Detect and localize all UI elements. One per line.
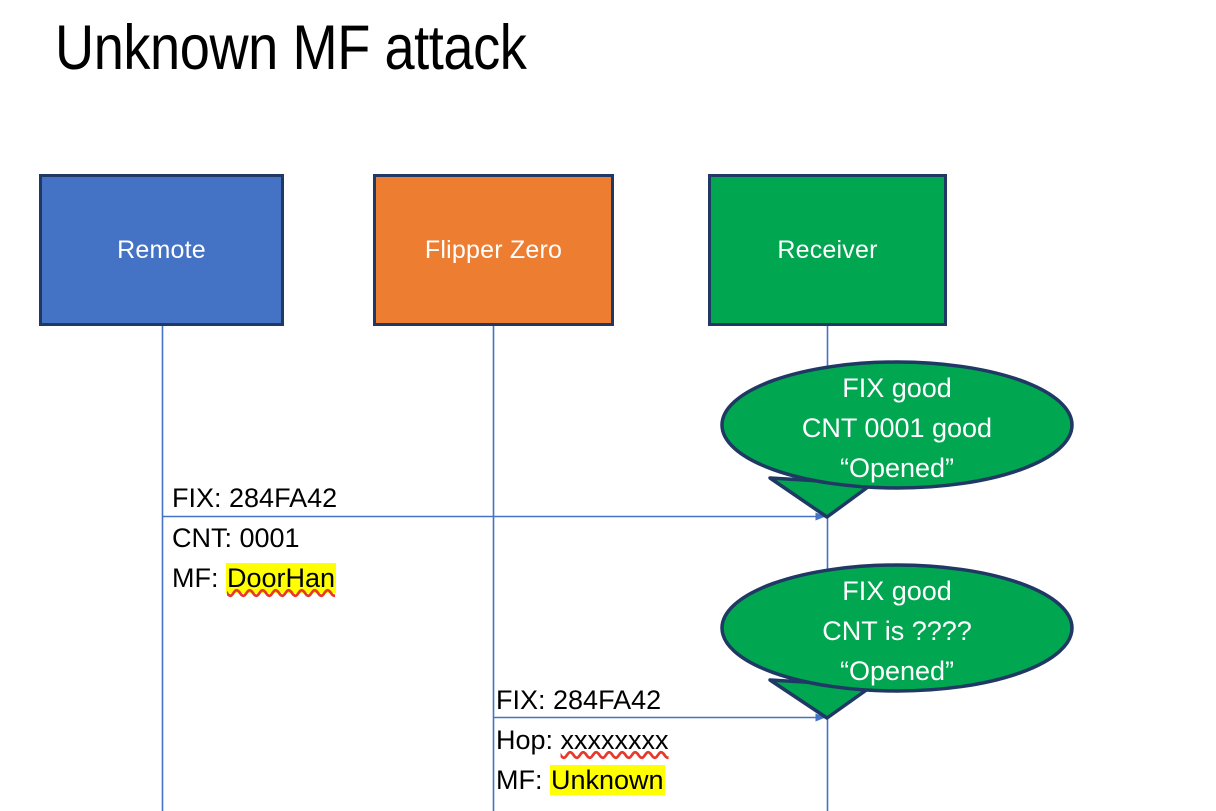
- actor-label-receiver: Receiver: [777, 235, 878, 264]
- message-1-line-2-prefix: CNT:: [172, 523, 240, 553]
- message-2-line-2-prefix: Hop:: [496, 725, 561, 755]
- message-2-line-1: FIX: 284FA42: [496, 680, 669, 720]
- message-2-line-1-value: 284FA42: [553, 685, 662, 715]
- message-2-line-2: Hop: xxxxxxxx: [496, 720, 669, 760]
- actor-box-remote[interactable]: Remote: [39, 174, 284, 326]
- message-2-line-3-value: Unknown: [550, 765, 665, 795]
- message-label-1: FIX: 284FA42 CNT: 0001 MF: DoorHan: [172, 478, 337, 598]
- message-1-line-3-value: DoorHan: [226, 563, 337, 593]
- message-1-line-3-prefix: MF:: [172, 563, 226, 593]
- callout-1-line-1: FIX good: [842, 373, 952, 403]
- actor-label-flipper: Flipper Zero: [424, 235, 563, 264]
- callout-text-2: FIX good CNT is ???? “Opened”: [722, 571, 1072, 691]
- message-1-line-2: CNT: 0001: [172, 518, 337, 558]
- callout-1-line-2: CNT 0001 good: [801, 413, 993, 443]
- message-2-line-3: MF: Unknown: [496, 760, 669, 800]
- actor-box-receiver[interactable]: Receiver: [708, 174, 947, 326]
- callout-2-line-2: CNT is ????: [822, 616, 972, 646]
- message-2-line-1-prefix: FIX:: [496, 685, 554, 715]
- callout-2-line-3: “Opened”: [839, 656, 955, 686]
- message-2-line-3-prefix: MF:: [496, 765, 550, 795]
- message-1-line-1-value: 284FA42: [229, 483, 338, 513]
- message-1-line-1: FIX: 284FA42: [172, 478, 337, 518]
- actor-label-remote: Remote: [117, 235, 206, 264]
- callout-text-1: FIX good CNT 0001 good “Opened”: [722, 368, 1072, 488]
- message-1-line-2-value: 0001: [239, 523, 300, 553]
- actor-box-flipper[interactable]: Flipper Zero: [373, 174, 614, 326]
- page-title: Unknown MF attack: [55, 13, 527, 83]
- message-1-line-1-prefix: FIX:: [172, 483, 230, 513]
- message-2-line-2-value: xxxxxxxx: [560, 725, 669, 755]
- message-1-line-3: MF: DoorHan: [172, 558, 337, 598]
- message-label-2: FIX: 284FA42 Hop: xxxxxxxx MF: Unknown: [496, 680, 669, 800]
- callout-1-line-3: “Opened”: [839, 453, 955, 483]
- callout-2-line-1: FIX good: [842, 576, 952, 606]
